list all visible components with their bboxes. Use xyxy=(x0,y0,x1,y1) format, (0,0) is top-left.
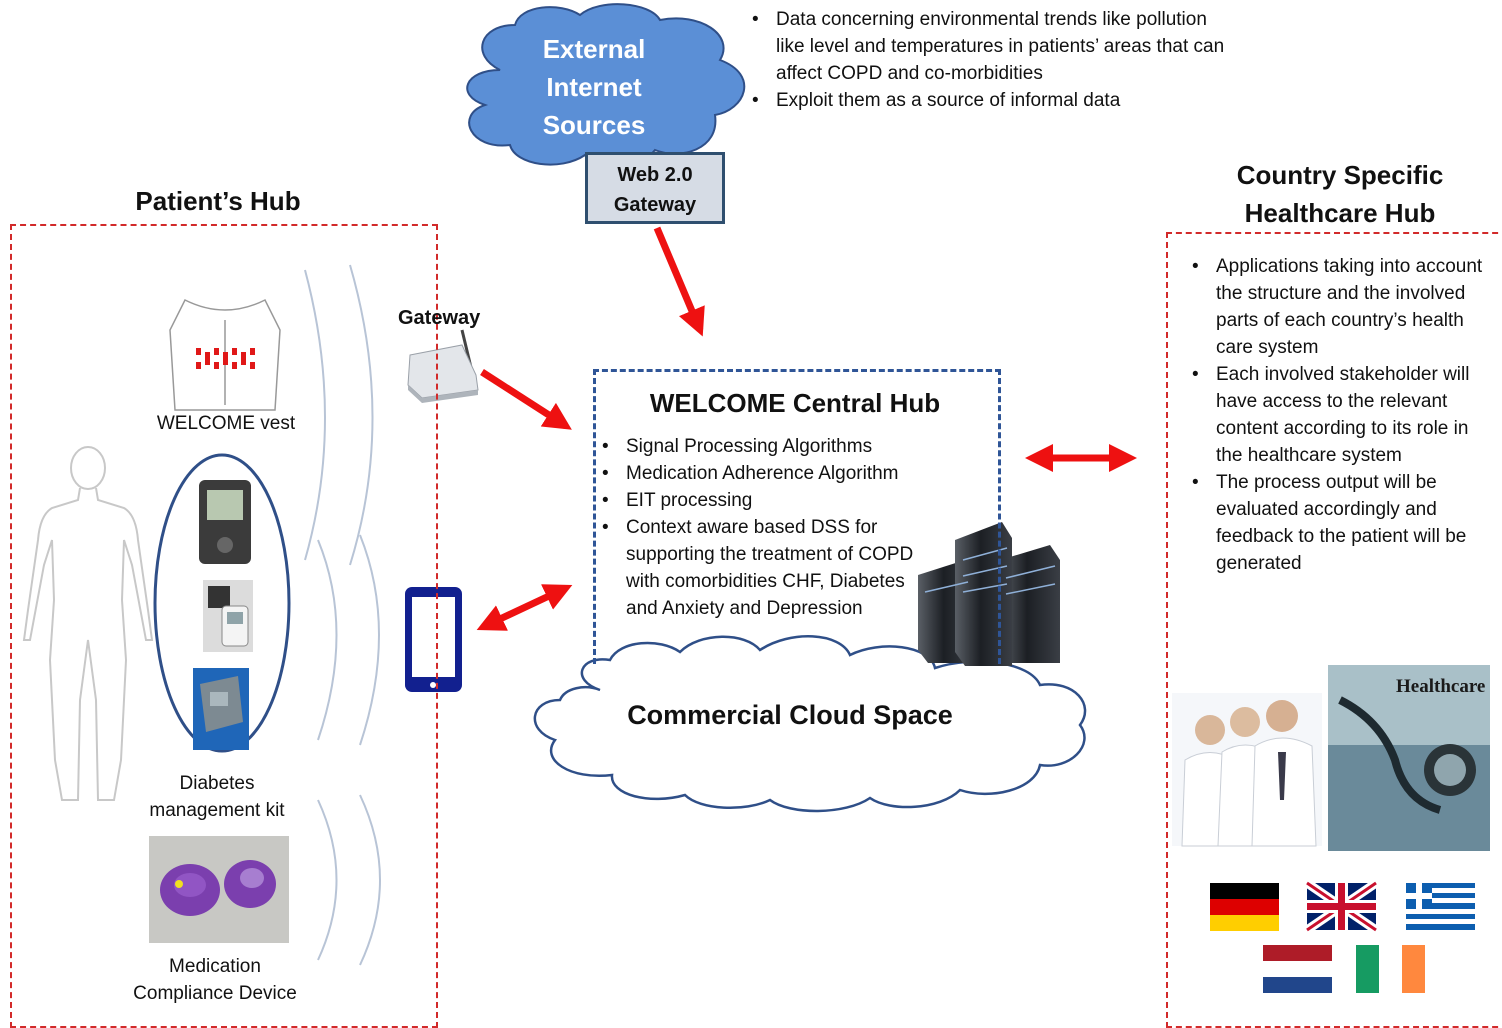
commercial-cloud-label: Commercial Cloud Space xyxy=(627,700,953,730)
country-hub-bullets: Applications taking into account the str… xyxy=(1186,253,1486,577)
stethoscope-image xyxy=(1328,665,1490,851)
list-item: Each involved stakeholder will have acce… xyxy=(1186,361,1486,469)
uk-flag xyxy=(1304,879,1379,934)
arrow-central-phone-bidirectional xyxy=(476,584,573,631)
list-item: Context aware based DSS for supporting t… xyxy=(596,514,941,622)
inhaler-devices-image xyxy=(149,836,289,943)
wireless-arcs xyxy=(304,264,381,966)
blood-pressure-monitor-image xyxy=(203,580,253,652)
commercial-cloud-shape xyxy=(533,635,1087,813)
web-gateway-box: Web 2.0 Gateway xyxy=(585,152,725,224)
external-cloud-shape xyxy=(466,3,746,166)
germany-flag xyxy=(1210,883,1279,931)
gateway-router-image xyxy=(407,329,479,403)
greece-flag xyxy=(1406,883,1475,930)
arrows xyxy=(476,226,1137,631)
country-hub-title: Country Specific Healthcare Hub xyxy=(1236,160,1444,228)
patient-hub-box xyxy=(10,224,438,1028)
patient-hub-title: Patient’s Hub xyxy=(135,186,301,216)
arrow-gateway-to-central xyxy=(480,369,572,430)
welcome-vest-label: WELCOME vest xyxy=(156,413,296,434)
list-item: The process output will be evaluated acc… xyxy=(1186,469,1486,577)
external-data-bullets: Data concerning environmental trends lik… xyxy=(746,6,1236,114)
central-hub-box xyxy=(593,369,1001,664)
pulse-oximeter-image xyxy=(193,668,249,750)
healthcare-image-caption: Healthcare xyxy=(1396,676,1486,697)
diabetes-kit-group xyxy=(153,453,291,753)
gateway-label: Gateway xyxy=(398,307,481,329)
ireland-flag xyxy=(1356,945,1425,993)
list-item: Applications taking into account the str… xyxy=(1186,253,1486,361)
welcome-vest-image xyxy=(162,292,290,412)
mobile-phone-image xyxy=(405,587,462,692)
central-hub-title: WELCOME Central Hub xyxy=(649,388,941,418)
list-item: EIT processing xyxy=(596,487,941,514)
diabetes-kit-label: Diabetes management kit xyxy=(149,773,285,821)
central-hub-bullets: Signal Processing Algorithms Medication … xyxy=(596,433,941,622)
netherlands-flag xyxy=(1263,945,1332,993)
arrow-web-gateway-to-central xyxy=(653,226,705,337)
list-item: Exploit them as a source of informal dat… xyxy=(746,87,1236,114)
external-cloud-label: External Internet Sources xyxy=(542,34,646,140)
medical-staff-image xyxy=(1172,693,1322,847)
human-body-outline xyxy=(22,446,154,801)
list-item: Medication Adherence Algorithm xyxy=(596,460,941,487)
list-item: Signal Processing Algorithms xyxy=(596,433,941,460)
glucose-meter-image xyxy=(199,480,251,564)
list-item: Data concerning environmental trends lik… xyxy=(746,6,1236,87)
medication-device-label: Medication Compliance Device xyxy=(133,956,297,1004)
